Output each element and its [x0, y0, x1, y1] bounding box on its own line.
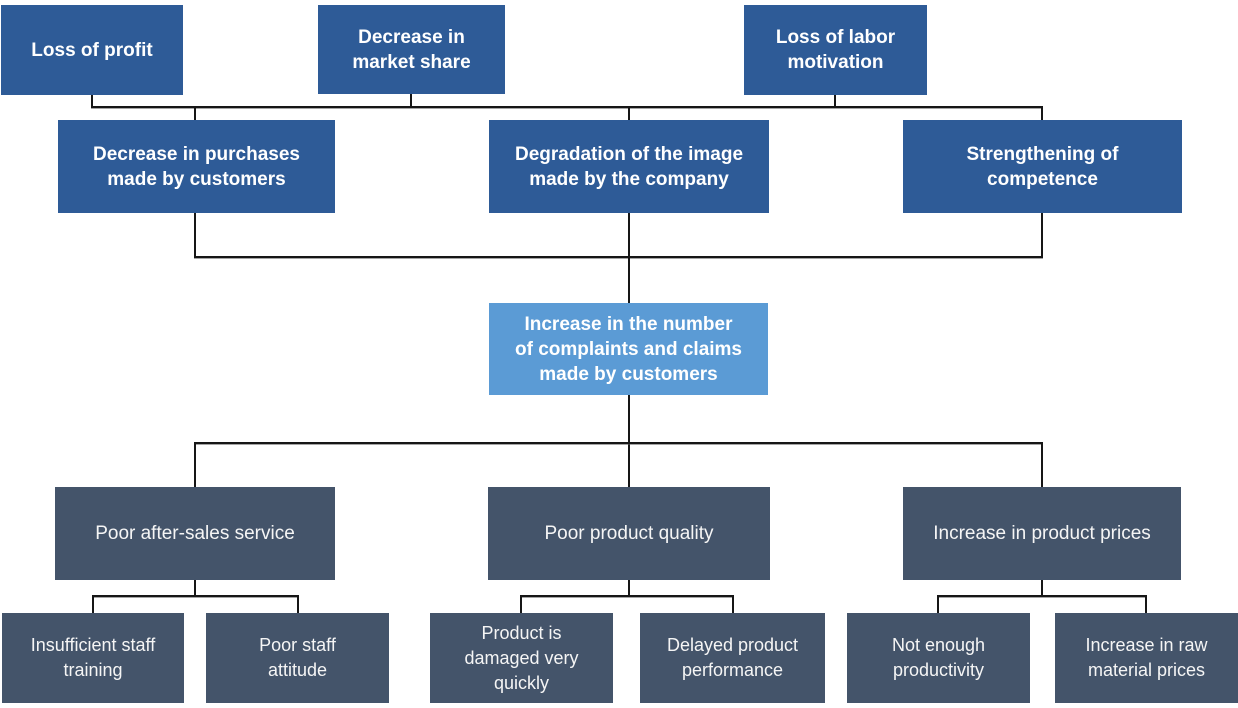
- node-not-enough-productivity: Not enough productivity: [847, 613, 1030, 703]
- node-degradation-of-image: Degradation of the image made by the com…: [489, 120, 769, 213]
- connector-line: [91, 95, 93, 108]
- connector-line: [1041, 213, 1043, 258]
- node-increase-in-product-prices: Increase in product prices: [903, 487, 1181, 580]
- connector-line: [297, 595, 299, 613]
- node-core-problem-complaints: Increase in the number of complaints and…: [489, 303, 768, 395]
- node-strengthening-of-competence: Strengthening of competence: [903, 120, 1182, 213]
- connector-line: [92, 595, 299, 597]
- connector-line: [937, 595, 1147, 597]
- connector-line: [194, 256, 1043, 258]
- node-poor-after-sales-service: Poor after-sales service: [55, 487, 335, 580]
- connector-line: [194, 580, 196, 597]
- connector-line: [937, 595, 939, 613]
- connector-line: [410, 94, 412, 108]
- node-poor-staff-attitude: Poor staff attitude: [206, 613, 389, 703]
- connector-line: [732, 595, 734, 613]
- connector-line: [1041, 442, 1043, 487]
- connector-line: [1145, 595, 1147, 613]
- node-delayed-product-performance: Delayed product performance: [640, 613, 825, 703]
- connector-line: [194, 213, 196, 258]
- connector-line: [628, 106, 630, 120]
- connector-line: [1041, 106, 1043, 120]
- connector-line: [194, 442, 1043, 444]
- connector-line: [628, 395, 630, 487]
- connector-line: [834, 95, 836, 108]
- connector-line: [520, 595, 522, 613]
- connector-line: [628, 213, 630, 303]
- node-poor-product-quality: Poor product quality: [488, 487, 770, 580]
- connector-line: [92, 595, 94, 613]
- node-loss-of-profit: Loss of profit: [1, 5, 183, 95]
- connector-line: [520, 595, 734, 597]
- connector-line: [194, 106, 196, 120]
- node-decrease-in-purchases: Decrease in purchases made by customers: [58, 120, 335, 213]
- node-decrease-market-share: Decrease in market share: [318, 5, 505, 94]
- node-increase-raw-material-prices: Increase in raw material prices: [1055, 613, 1238, 703]
- connector-line: [91, 106, 1043, 108]
- connector-line: [1041, 580, 1043, 597]
- node-insufficient-staff-training: Insufficient staff training: [2, 613, 184, 703]
- connector-line: [194, 442, 196, 487]
- node-loss-of-labor-motivation: Loss of labor motivation: [744, 5, 927, 95]
- connector-line: [628, 580, 630, 597]
- node-product-damaged-quickly: Product is damaged very quickly: [430, 613, 613, 703]
